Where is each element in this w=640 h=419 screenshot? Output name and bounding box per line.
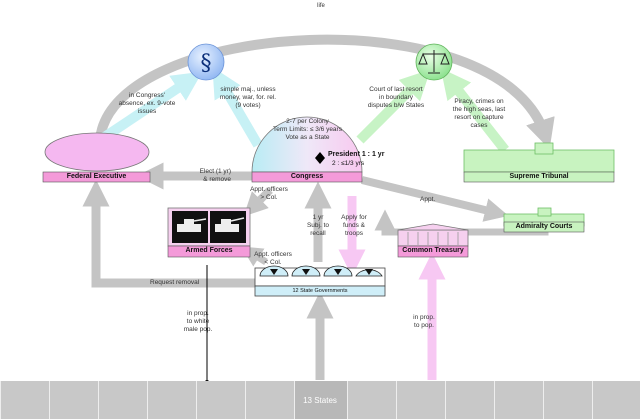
section-icon: [187, 43, 225, 81]
court-last-resort-label: Court of last resort in boundary dispute…: [367, 86, 425, 110]
common-treasury-label-bar: [397, 245, 469, 258]
congress-dome: [251, 116, 363, 173]
congress-to-armed-arrow: [243, 187, 273, 217]
gov-to-armed-arrow: [241, 246, 268, 267]
gov-to-exec-arrow: [82, 179, 255, 288]
state-box: [98, 381, 147, 419]
elect-label: Elect (1 yr) & remove: [199, 168, 231, 184]
building-icon: [397, 229, 469, 247]
federal-executive-label: Federal Executive: [66, 173, 127, 180]
state-box: [294, 381, 347, 419]
appt-officers-col-label: Appt. officers > Col.: [250, 186, 288, 202]
state-box: [147, 381, 196, 419]
state-box: [543, 381, 592, 419]
supreme-tribunal-label: Supreme Tribunal: [509, 173, 569, 180]
congress-to-law-arrow: [212, 67, 263, 148]
state-box: [592, 381, 640, 419]
tribunal-to-justice-arrow: [440, 68, 509, 154]
state-box: [196, 381, 245, 419]
states-label: 13 States: [303, 396, 337, 405]
armed-forces-label-bar: [167, 245, 251, 258]
svg-text:§: §: [201, 51, 212, 76]
common-treasury-label: Common Treasury: [402, 247, 464, 254]
congress-label-bar: [251, 171, 363, 183]
state-box: [0, 381, 49, 419]
federal-executive-label-bar: [42, 171, 151, 183]
state-governments-label-bar: [254, 285, 386, 297]
life-label: life: [317, 3, 325, 9]
exec-to-law-arrow: [97, 71, 203, 145]
life-arc: [95, 34, 555, 150]
piracy-label: Piracy, crimes on the high seas, last re…: [452, 98, 506, 130]
congress-label: Congress: [290, 173, 324, 180]
supreme-tribunal-label-bar: [463, 171, 615, 183]
congress-info: 2-7 per Colony Term Limits: ≤ 3/6 years …: [273, 118, 342, 142]
in-congress-label: in Congress' absence, ex. 9-vote issues: [118, 92, 176, 116]
one-yr-recall-label: 1 yr Subj. to recall: [306, 214, 330, 238]
state-governments-label: 12 State Governments: [292, 288, 348, 294]
tank-icon: [172, 211, 246, 243]
appt-label: Appt.: [420, 196, 436, 203]
state-box: [445, 381, 494, 419]
president-line: President 1 : 1 yr: [328, 151, 385, 158]
state-box: [494, 381, 543, 419]
president-line-2: 2 : ≤1/3 yrs: [332, 160, 365, 167]
state-box: [245, 381, 294, 419]
prop-white-label: in prop. to white male pop.: [183, 310, 213, 334]
prop-pop-label: in prop. to pop.: [413, 314, 435, 330]
request-removal-label: Request removal: [150, 279, 200, 286]
apply-funds-label: Apply for funds & troops: [341, 214, 367, 238]
state-box: [347, 381, 396, 419]
armed-forces-label: Armed Forces: [185, 247, 233, 254]
state-box: [49, 381, 98, 419]
federal-executive-shape: [44, 132, 150, 172]
diamond-icon: [315, 152, 325, 164]
state-box: [396, 381, 445, 419]
admiralty-courts-label: Admiralty Courts: [515, 223, 573, 230]
congress-to-justice-arrow: [356, 69, 431, 144]
appt-officers-lt-col-label: Appt. officers < Col.: [254, 251, 292, 267]
congress-to-admiralty-arrow: [361, 176, 509, 222]
admiralty-courts-label-bar: [503, 221, 585, 233]
simple-maj-label: simple maj., unless money, war, for. rel…: [219, 86, 277, 110]
